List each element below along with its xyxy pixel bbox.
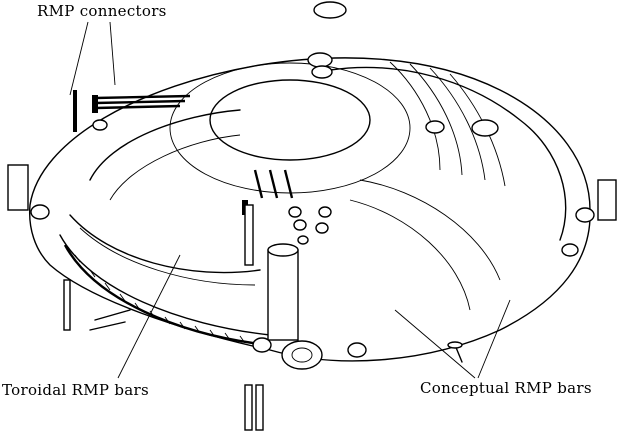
label-conceptual-rmp-bars: Conceptual RMP bars [420, 379, 592, 397]
torus-inner-rim [169, 62, 411, 194]
center-chain-ports [288, 206, 332, 245]
port-flanges [30, 1, 595, 370]
torus-inner-hole [209, 79, 371, 161]
toroidal-band-mid [79, 227, 256, 286]
label-rmp-connectors: RMP connectors [37, 2, 167, 20]
inner-ring-left [89, 109, 241, 181]
inner-ring-left-2 [109, 134, 241, 201]
torus-right-inner [359, 179, 501, 281]
label-toroidal-rmp-bars: Toroidal RMP bars [2, 381, 150, 399]
toroidal-rmp-bars [63, 244, 269, 347]
torus-right-tube [329, 66, 567, 241]
toroidal-band-outer [59, 234, 271, 336]
tube-ribbing [389, 61, 506, 187]
toroidal-band-inner [69, 214, 261, 274]
leader-lines [69, 21, 511, 379]
rmp-connectors [73, 90, 294, 266]
vertical-port-center [267, 243, 299, 341]
torus-right-inner-2 [349, 199, 471, 311]
lower-supports [63, 279, 264, 431]
side-flanges [7, 164, 617, 221]
